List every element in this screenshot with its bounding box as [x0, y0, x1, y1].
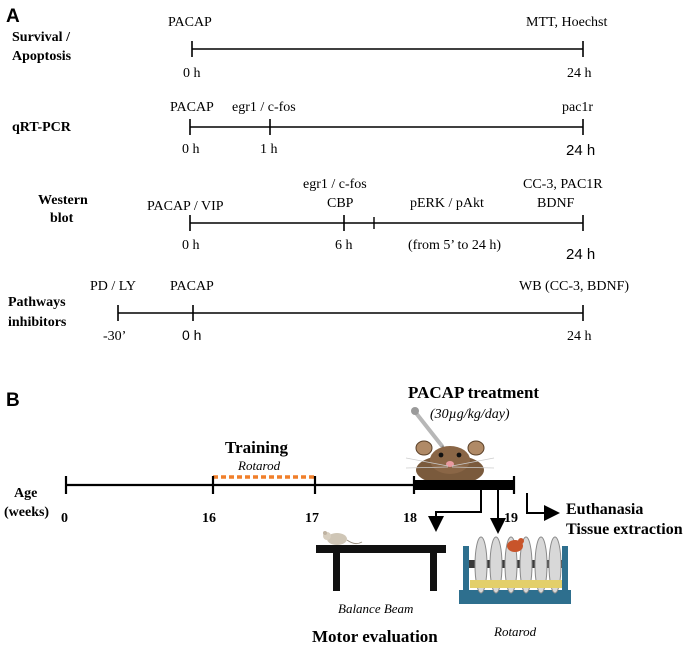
label-pacap: PACAP [168, 15, 212, 30]
time-1h: 1 h [260, 142, 278, 157]
tick-label-17: 17 [305, 511, 319, 526]
time-range: (from 5’ to 24 h) [408, 238, 501, 253]
axis-title-line: (weeks) [4, 505, 49, 520]
label-pac1r: pac1r [562, 100, 593, 115]
treatment-title: PACAP treatment [408, 383, 539, 402]
panel-a-label: A [6, 6, 20, 27]
tick-label-19: 19 [504, 511, 518, 526]
row-title-line: qRT-PCR [12, 120, 72, 135]
row-western-blot: Western blot PACAP / VIP egr1 / c-fos CB… [38, 177, 603, 263]
time-0h: 0 h [182, 238, 200, 253]
row-title-line: Survival / [12, 30, 71, 45]
row-title-line: blot [50, 211, 74, 226]
tissue-extraction-label: Tissue extraction [566, 521, 683, 538]
balance-beam-label: Balance Beam [338, 601, 413, 616]
row-title-line: Pathways [8, 295, 66, 310]
row-pathways-inhibitors: Pathways inhibitors PD / LY PACAP WB (CC… [8, 279, 629, 344]
time-24h: 24 h [567, 329, 592, 344]
time-6h: 6 h [335, 238, 353, 253]
label-cbp: CBP [327, 196, 354, 211]
time-0h: 0 h [182, 142, 200, 157]
label-pacap-vip: PACAP / VIP [147, 199, 224, 214]
time-minus30: -30’ [103, 329, 126, 344]
row-title-line: Western [38, 193, 88, 208]
label-wb: WB (CC-3, BDNF) [519, 279, 629, 294]
label-egr1-cfos: egr1 / c-fos [303, 177, 367, 192]
arrow-to-euthanasia [526, 493, 560, 521]
training-title: Training [225, 438, 288, 457]
motor-evaluation-label: Motor evaluation [312, 627, 438, 646]
row-qrt-pcr: qRT-PCR PACAP egr1 / c-fos pac1r 0 h 1 h… [12, 100, 595, 159]
row-survival-apoptosis: Survival / Apoptosis PACAP MTT, Hoechst … [12, 15, 607, 81]
label-bdnf: BDNF [537, 196, 575, 211]
rotarod-icon [459, 536, 571, 604]
arrow-to-balance-beam [428, 490, 482, 532]
label-cc3-pac1r: CC-3, PAC1R [523, 177, 603, 192]
balance-beam-icon [316, 531, 446, 591]
time-0h: 0 h [182, 327, 201, 343]
training-sub: Rotarod [237, 458, 281, 473]
treatment-bar [414, 480, 514, 490]
rotarod-label: Rotarod [493, 624, 537, 639]
label-egr1-cfos: egr1 / c-fos [232, 100, 296, 115]
label-mtt-hoechst: MTT, Hoechst [526, 15, 607, 30]
row-title-line: inhibitors [8, 315, 67, 330]
label-pacap: PACAP [170, 100, 214, 115]
tick-label-18: 18 [403, 511, 417, 526]
treatment-dose: (30µg/kg/day) [430, 407, 510, 422]
label-pd-ly: PD / LY [90, 279, 136, 294]
mouse-gavage-icon [405, 407, 495, 485]
tick-label-0: 0 [61, 511, 68, 526]
tick-label-16: 16 [202, 511, 216, 526]
panel-b-label: B [6, 390, 20, 411]
row-title-line: Apoptosis [12, 49, 72, 64]
time-24h: 24 h [567, 66, 592, 81]
time-24h: 24 h [566, 142, 595, 159]
euthanasia-label: Euthanasia [566, 501, 643, 518]
label-pacap: PACAP [170, 279, 214, 294]
label-perk-pakt: pERK / pAkt [410, 196, 484, 211]
time-24h: 24 h [566, 246, 595, 263]
axis-title-line: Age [14, 486, 37, 501]
time-0h: 0 h [183, 66, 201, 81]
